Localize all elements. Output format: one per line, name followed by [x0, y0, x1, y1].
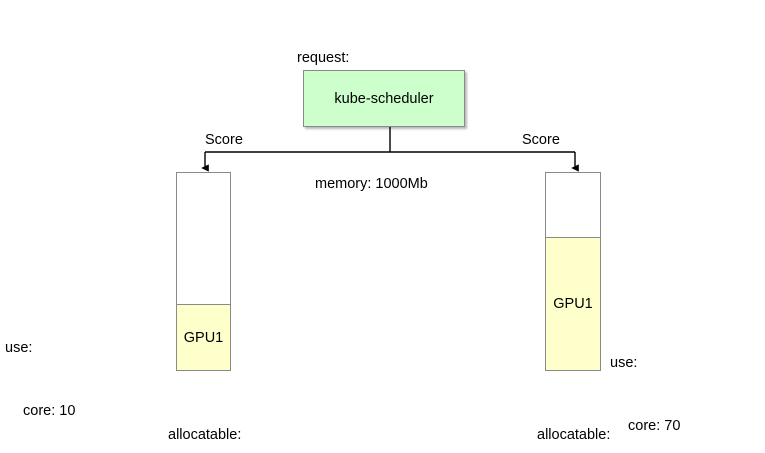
node-bar-left[interactable]: GPU1: [176, 172, 231, 371]
kube-scheduler-box[interactable]: kube-scheduler: [303, 70, 465, 127]
node-left-use-spec: use: core: 10 memory: 2000Mb: [5, 296, 136, 453]
score-label-left: Score: [205, 132, 243, 148]
request-memory: memory: 1000Mb: [315, 176, 428, 192]
node-right-allocatable-title: allocatable:: [537, 427, 611, 443]
node-bar-right[interactable]: GPU1: [545, 172, 601, 371]
node-right-allocatable-spec: allocatable: core: 100 memory: 8000Mb: [537, 383, 668, 453]
node-left-allocatable-spec: allocatable: core: 100 memory: 8000Mb: [168, 383, 299, 453]
node-left-use-core: core: 10: [23, 403, 76, 419]
node-left-gpu-label: GPU1: [183, 329, 224, 346]
request-title: request:: [297, 50, 350, 66]
node-left-use-title: use:: [5, 340, 33, 356]
node-right-use-title: use:: [610, 355, 638, 371]
node-left-used-region: GPU1: [177, 304, 230, 370]
score-label-right: Score: [522, 132, 560, 148]
node-right-used-region: GPU1: [546, 237, 600, 370]
node-right-gpu-label: GPU1: [553, 296, 593, 312]
node-right-use-spec: use: core: 70 memory: 6000Mb: [610, 311, 741, 453]
node-right-use-core: core: 70: [628, 418, 681, 434]
node-left-allocatable-title: allocatable:: [168, 427, 242, 443]
kube-scheduler-label: kube-scheduler: [334, 90, 434, 107]
